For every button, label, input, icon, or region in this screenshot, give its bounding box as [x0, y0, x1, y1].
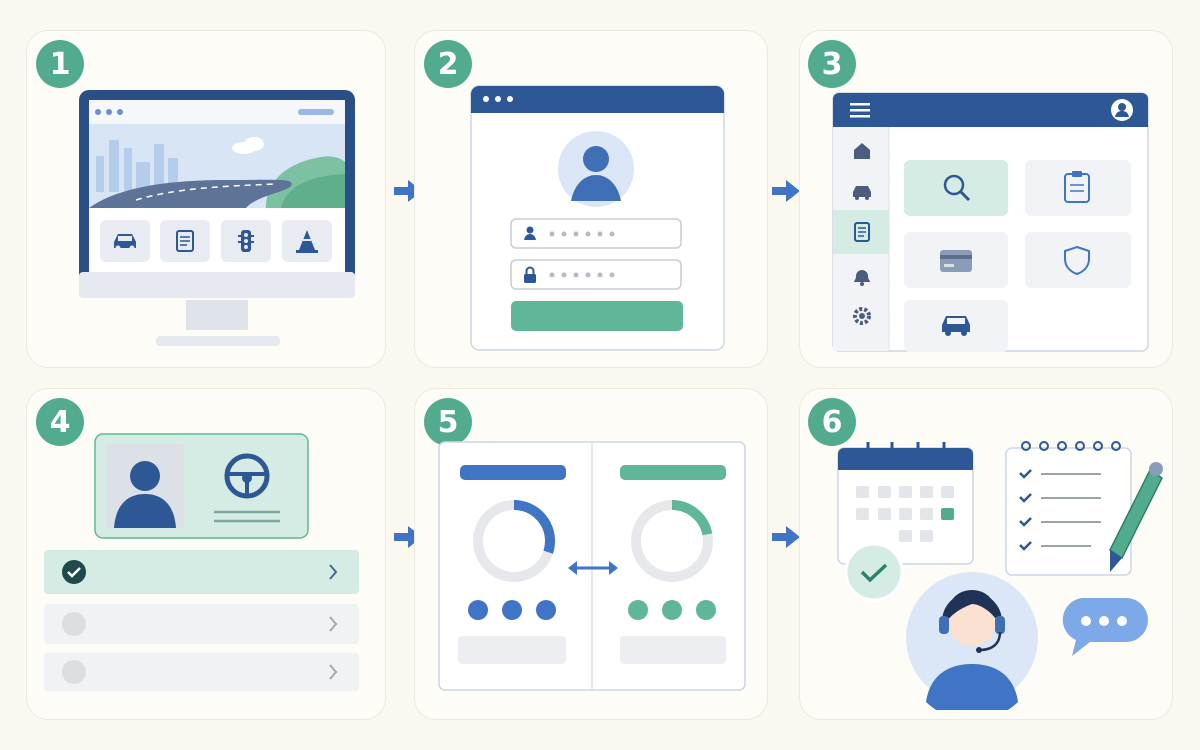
schedule-support-illustration — [837, 441, 1163, 710]
profile-icon — [1111, 99, 1133, 121]
car-icon — [942, 316, 970, 336]
progress-ring-left — [473, 500, 555, 582]
check-circle-icon — [62, 560, 86, 584]
step-4-badge: 4 — [36, 398, 84, 446]
traffic-light-icon — [238, 230, 254, 252]
compare-options-illustration — [438, 441, 746, 691]
progress-ring-right — [631, 500, 713, 582]
checklist-item-pending — [44, 604, 359, 644]
person-photo-icon — [114, 461, 176, 528]
car-icon — [114, 234, 136, 251]
step-5-badge: 5 — [424, 398, 472, 446]
flow-arrow-5-6 — [770, 524, 802, 550]
checklist-item-pending — [44, 653, 359, 691]
step-3-badge: 3 — [808, 40, 856, 88]
chat-bubble-icon — [1062, 598, 1148, 656]
step-2-badge: 2 — [424, 40, 472, 88]
steering-wheel-icon — [224, 453, 270, 499]
document-icon — [176, 230, 194, 252]
username-field — [510, 218, 682, 249]
shield-icon — [1064, 245, 1090, 276]
document-icon — [854, 222, 870, 242]
insurance-tile — [1025, 232, 1131, 288]
step-6-badge: 6 — [808, 398, 856, 446]
car-icon — [853, 186, 871, 200]
search-icon — [943, 174, 971, 202]
swap-arrows-icon — [568, 561, 618, 575]
chevron-right-icon — [329, 616, 338, 632]
lock-icon — [524, 266, 536, 283]
chevron-right-icon — [329, 664, 338, 680]
bell-icon — [854, 270, 870, 286]
dashboard-illustration — [832, 92, 1149, 352]
login-button — [511, 301, 683, 331]
pencil-icon — [1109, 462, 1163, 572]
clipboard-tile — [1025, 160, 1131, 216]
chevron-right-icon — [329, 564, 338, 580]
checklist-item-complete — [44, 550, 359, 594]
gear-icon — [853, 307, 871, 325]
notepad-checklist-icon — [1005, 441, 1132, 576]
desktop-monitor-illustration — [79, 90, 355, 346]
credit-card-icon — [940, 250, 972, 272]
clipboard-icon — [1064, 171, 1090, 203]
hamburger-menu-icon — [850, 103, 870, 118]
confirmed-check-icon — [844, 542, 904, 602]
user-icon — [524, 226, 536, 240]
user-avatar-icon — [558, 131, 634, 207]
login-window-illustration — [470, 85, 725, 351]
step-1-badge: 1 — [36, 40, 84, 88]
support-agent-avatar — [906, 572, 1038, 710]
password-field — [510, 259, 682, 290]
flow-arrow-2-3 — [770, 178, 802, 204]
calendar-icon — [837, 442, 974, 565]
home-icon — [854, 143, 870, 159]
search-tile — [904, 160, 1008, 216]
traffic-cone-icon — [296, 230, 318, 253]
license-verification-illustration — [44, 433, 359, 691]
